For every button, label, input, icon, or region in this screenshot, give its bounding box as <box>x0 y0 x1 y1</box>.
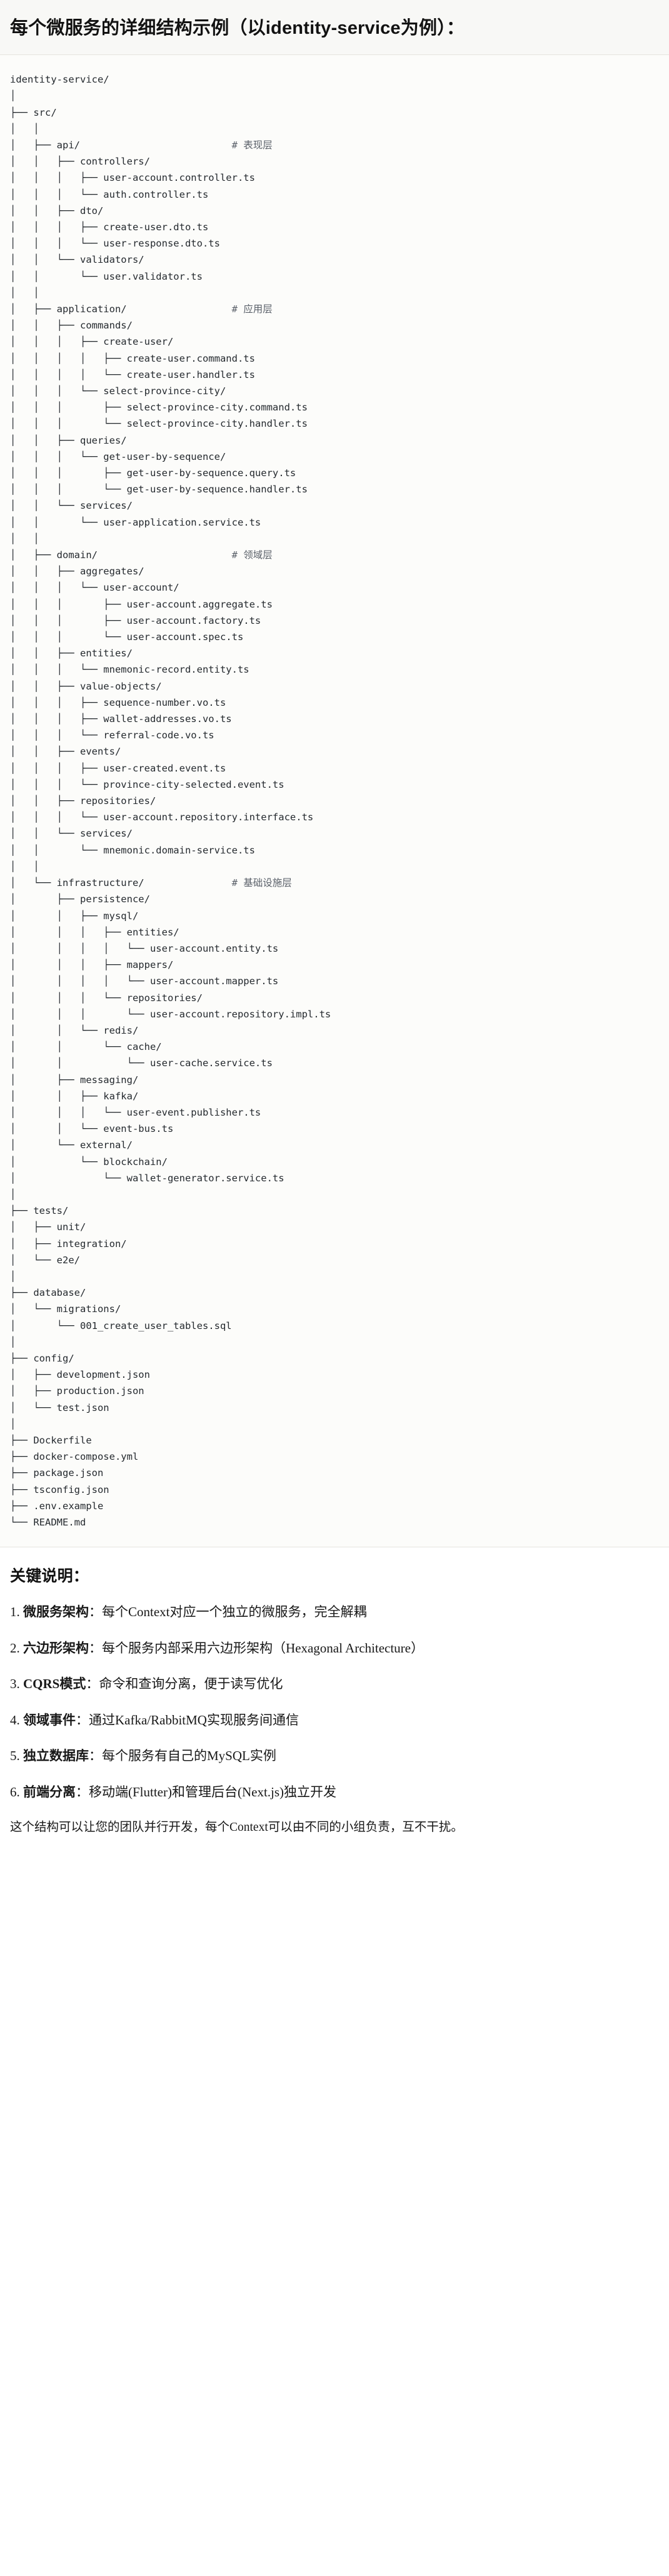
closing-paragraph: 这个结构可以让您的团队并行开发，每个Context可以由不同的小组负责，互不干扰… <box>10 1821 463 1835</box>
list-item: 微服务架构：每个Context对应一个独立的微服务，完全解耦 <box>10 1602 659 1622</box>
note-term: 前端分离 <box>23 1784 76 1800</box>
directory-tree-block: identity-service/ │ ├── src/ │ │ │ ├── a… <box>0 55 669 1548</box>
list-item: 六边形架构：每个服务内部采用六边形架构（Hexagonal Architectu… <box>10 1639 659 1659</box>
key-notes-section: 关键说明： 微服务架构：每个Context对应一个独立的微服务，完全解耦 六边形… <box>0 1547 669 1856</box>
tree-layer-comment: # 基础设施层 <box>231 877 292 889</box>
list-item: 独立数据库：每个服务有自己的MySQL实例 <box>10 1746 659 1766</box>
document-page: 每个微服务的详细结构示例（以identity-service为例）： ident… <box>0 0 669 1856</box>
directory-tree-text: identity-service/ │ ├── src/ │ │ │ ├── a… <box>10 74 331 1529</box>
note-desc: ：每个Context对应一个独立的微服务，完全解耦 <box>89 1604 367 1620</box>
tree-layer-comment: # 领域层 <box>231 549 273 561</box>
note-desc: ：移动端(Flutter)和管理后台(Next.js)独立开发 <box>76 1784 337 1800</box>
note-term: 微服务架构 <box>23 1604 89 1620</box>
key-notes-heading: 关键说明： <box>10 1567 89 1586</box>
key-notes-list: 微服务架构：每个Context对应一个独立的微服务，完全解耦 六边形架构：每个服… <box>10 1602 659 1802</box>
note-desc: ：命令和查询分离，便于读写优化 <box>86 1676 283 1692</box>
note-desc: ：通过Kafka/RabbitMQ实现服务间通信 <box>76 1712 299 1728</box>
note-term: CQRS模式 <box>23 1676 86 1692</box>
tree-layer-comment: # 表现层 <box>231 139 273 151</box>
directory-tree: identity-service/ │ ├── src/ │ │ │ ├── a… <box>10 71 659 1530</box>
note-term: 领域事件 <box>23 1712 76 1728</box>
tree-layer-comment: # 应用层 <box>231 303 273 315</box>
document-header: 每个微服务的详细结构示例（以identity-service为例）： <box>0 0 669 56</box>
note-desc: ：每个服务有自己的MySQL实例 <box>89 1748 276 1764</box>
list-item: CQRS模式：命令和查询分离，便于读写优化 <box>10 1674 659 1694</box>
note-term: 独立数据库 <box>23 1748 89 1764</box>
page-title: 每个微服务的详细结构示例（以identity-service为例）： <box>10 18 465 38</box>
list-item: 前端分离：移动端(Flutter)和管理后台(Next.js)独立开发 <box>10 1783 659 1803</box>
list-item: 领域事件：通过Kafka/RabbitMQ实现服务间通信 <box>10 1711 659 1731</box>
note-desc: ：每个服务内部采用六边形架构（Hexagonal Architecture） <box>89 1640 424 1656</box>
note-term: 六边形架构 <box>23 1640 89 1656</box>
